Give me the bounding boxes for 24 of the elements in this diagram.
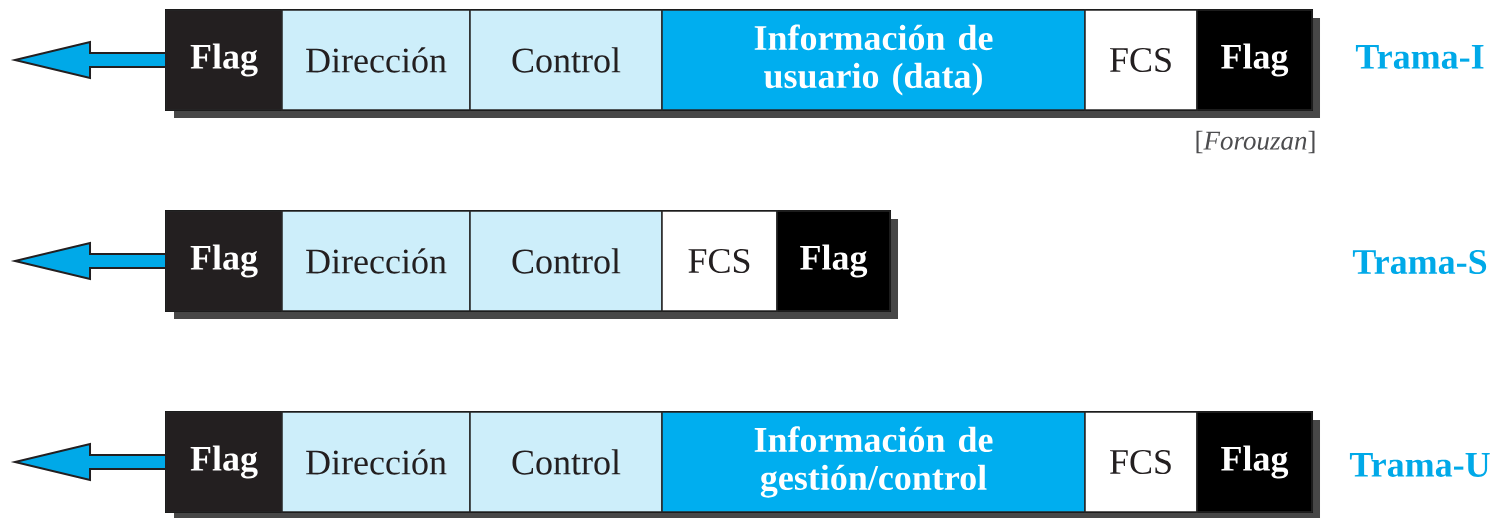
field-cell: Flag <box>1196 411 1313 513</box>
arrow <box>10 241 167 281</box>
field-cell: FCS <box>1084 9 1198 111</box>
field-cell: Control <box>469 210 663 312</box>
field-cell: Dirección <box>281 411 471 513</box>
field-cell: Flag <box>1196 9 1313 111</box>
field-cell: Control <box>469 411 663 513</box>
frame-label: Trama-S <box>1352 249 1487 275</box>
field-cell: Información de gestión/control <box>661 411 1086 513</box>
arrow <box>10 40 167 80</box>
field-cell: Flag <box>776 210 891 312</box>
frame-label: Trama-U <box>1349 453 1490 477</box>
field-cell: Dirección <box>281 9 471 111</box>
field-cell: Flag <box>165 411 283 513</box>
field-cell: Flag <box>165 210 283 312</box>
field-cell: FCS <box>661 210 778 312</box>
frame-label: Trama-I <box>1355 45 1484 69</box>
field-cell: Control <box>469 9 663 111</box>
field-cell: Flag <box>165 9 283 111</box>
field-cell: Información de usuario (data) <box>661 9 1086 111</box>
source-note: [Forouzan] <box>1196 130 1315 154</box>
field-cell: FCS <box>1084 411 1198 513</box>
arrow <box>10 442 167 482</box>
field-cell: Dirección <box>281 210 471 312</box>
